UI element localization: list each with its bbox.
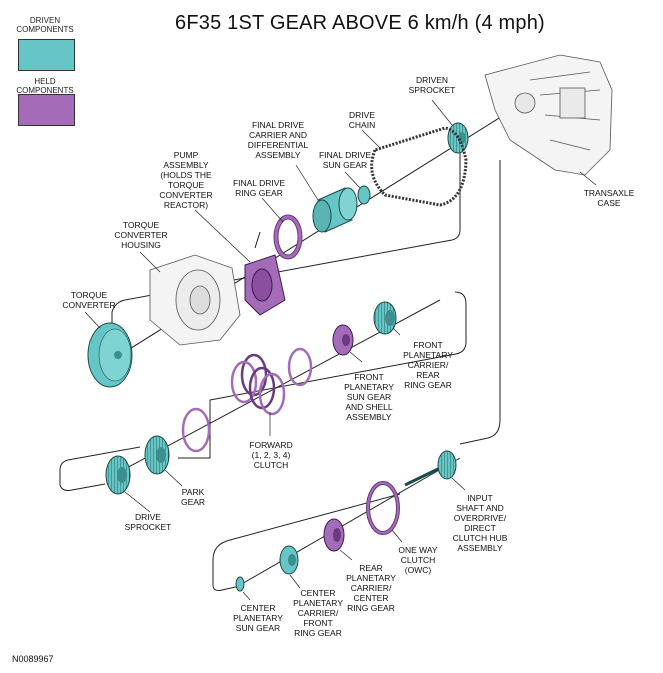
label-drive-chain: DRIVE CHAIN bbox=[348, 110, 376, 130]
label-center-planetary-carrier: CENTER PLANETARY CARRIER/ FRONT RING GEA… bbox=[293, 588, 343, 638]
label-forward-clutch: FORWARD (1, 2, 3, 4) CLUTCH bbox=[249, 440, 293, 470]
label-center-planetary-sun-gear: CENTER PLANETARY SUN GEAR bbox=[233, 603, 283, 633]
forward-clutch-plates bbox=[181, 347, 313, 453]
final-drive-carrier bbox=[312, 187, 358, 233]
label-park-gear: PARK GEAR bbox=[180, 487, 206, 507]
label-final-drive-carrier: FINAL DRIVE CARRIER AND DIFFERENTIAL ASS… bbox=[247, 120, 309, 160]
legend-held-label: HELD COMPONENTS bbox=[16, 77, 74, 95]
legend-held-swatch bbox=[18, 94, 75, 126]
transaxle-case bbox=[484, 54, 613, 176]
label-torque-converter: TORQUE CONVERTER bbox=[62, 290, 116, 310]
final-drive-ring-gear bbox=[273, 214, 303, 260]
center-planetary-carrier bbox=[279, 545, 299, 575]
label-final-drive-sun-gear: FINAL DRIVE SUN GEAR bbox=[318, 150, 372, 170]
label-front-planetary-carrier: FRONT PLANETARY CARRIER/ REAR RING GEAR bbox=[403, 340, 453, 390]
drive-sprocket bbox=[105, 455, 131, 495]
rear-planetary-carrier bbox=[323, 518, 345, 552]
label-input-shaft: INPUT SHAFT AND OVERDRIVE/ DIRECT CLUTCH… bbox=[452, 493, 508, 553]
leader-lines bbox=[84, 99, 597, 601]
center-planetary-sun-gear bbox=[235, 576, 245, 592]
final-drive-sun-gear bbox=[357, 185, 371, 205]
torque-converter-housing bbox=[149, 254, 241, 346]
pump-assembly bbox=[244, 254, 286, 316]
torque-converter bbox=[87, 322, 133, 388]
page-title: 6F35 1ST GEAR ABOVE 6 km/h (4 mph) bbox=[175, 12, 545, 34]
label-one-way-clutch: ONE WAY CLUTCH (OWC) bbox=[398, 545, 438, 575]
label-rear-planetary-carrier: REAR PLANETARY CARRIER/ CENTER RING GEAR bbox=[346, 563, 396, 613]
drive-chain bbox=[370, 126, 468, 207]
label-driven-sprocket: DRIVEN SPROCKET bbox=[408, 75, 456, 95]
power-flow-lines bbox=[59, 150, 501, 591]
front-planetary-carrier bbox=[373, 301, 397, 335]
input-shaft-hub bbox=[404, 450, 457, 487]
driven-sprocket bbox=[447, 122, 469, 154]
label-torque-converter-housing: TORQUE CONVERTER HOUSING bbox=[114, 220, 168, 250]
front-planetary-sun-gear bbox=[332, 324, 354, 356]
legend-driven-label: DRIVEN COMPONENTS bbox=[16, 16, 74, 34]
label-front-planetary-sun-gear: FRONT PLANETARY SUN GEAR AND SHELL ASSEM… bbox=[344, 372, 394, 422]
label-transaxle-case: TRANSAXLE CASE bbox=[583, 188, 635, 208]
park-gear bbox=[144, 435, 170, 475]
reference-number: N0089967 bbox=[12, 654, 54, 664]
label-final-drive-ring-gear: FINAL DRIVE RING GEAR bbox=[232, 178, 286, 198]
legend-driven-swatch bbox=[18, 39, 75, 71]
label-pump-assembly: PUMP ASSEMBLY (HOLDS THE TORQUE CONVERTE… bbox=[159, 150, 213, 210]
one-way-clutch bbox=[366, 481, 400, 535]
label-drive-sprocket: DRIVE SPROCKET bbox=[124, 512, 172, 532]
